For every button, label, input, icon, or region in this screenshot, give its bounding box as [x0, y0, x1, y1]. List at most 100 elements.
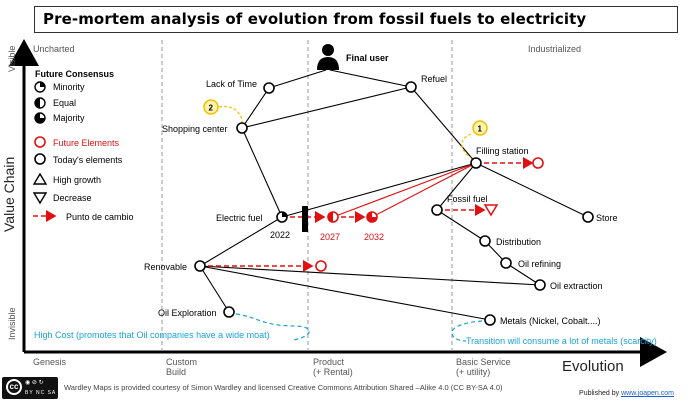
legend: Future Consensus Minority Equal Majority… — [32, 69, 134, 222]
node-label-metals: Metals (Nickel, Cobalt....) — [500, 316, 601, 326]
node-oil-refining[interactable] — [500, 257, 512, 269]
edge-filling-fossil — [436, 162, 477, 211]
legend-high-growth: High growth — [53, 175, 101, 185]
stage-label-line-2: Build — [166, 367, 186, 377]
stage-label-line-2: (+ Rental) — [313, 367, 353, 377]
edge-shopping-electric — [241, 127, 283, 218]
marker-1-connector — [461, 133, 472, 159]
future-line-filling-2027 — [332, 162, 477, 218]
nodes — [194, 81, 594, 326]
node-lack-of-time[interactable] — [263, 82, 275, 94]
edge-user-refuel — [329, 69, 412, 88]
edges — [199, 69, 589, 321]
stage-bottom-product: Product(+ Rental) — [313, 357, 353, 377]
published-prefix: Published by — [579, 390, 622, 397]
node-metals[interactable] — [484, 314, 496, 326]
node-filling-future[interactable] — [532, 157, 544, 169]
stage-bottom-basic: Basic Service(+ utility) — [456, 357, 511, 377]
edge-renovable-exploration — [199, 265, 230, 313]
cc-icon: cc — [6, 379, 22, 395]
note-high-cost: High Cost (promotes that Oil companies h… — [34, 330, 270, 340]
node-oil-exploration[interactable] — [223, 306, 235, 318]
stage-bottom-custom-l1: Custom — [166, 357, 197, 367]
edge-refuel-filling — [410, 86, 477, 164]
node-electric-2032[interactable] — [366, 211, 378, 223]
edge-refining-extraction — [505, 262, 541, 286]
change-point-bar — [302, 206, 308, 232]
marker-1-label: 1 — [478, 125, 483, 134]
y-axis-bottom-label: Invisible — [7, 307, 17, 340]
legend-future-icon — [34, 136, 46, 148]
node-label-filling-station: Filling station — [476, 146, 529, 156]
edge-user-lack — [268, 69, 327, 89]
node-fossil-fuel[interactable] — [431, 204, 443, 216]
stage-bottom-basic-l1: Basic Service — [456, 357, 511, 367]
year-2022: 2022 — [270, 230, 290, 240]
legend-consensus-title: Future Consensus — [35, 69, 114, 79]
note-curve-left — [235, 313, 310, 341]
stage-bottom-genesis: Genesis — [33, 357, 67, 367]
legend-high-growth-icon — [32, 172, 48, 185]
node-electric-2027[interactable] — [327, 211, 339, 223]
marker-1: 1 — [472, 120, 488, 136]
node-label-renovable: Renovable — [144, 262, 187, 272]
node-refuel[interactable] — [405, 81, 417, 93]
user-icon — [317, 44, 339, 70]
node-label-distribution: Distribution — [496, 237, 541, 247]
legend-minority-icon — [34, 81, 46, 93]
marker-2-connector — [218, 105, 243, 125]
edge-renovable-metals — [199, 265, 491, 321]
legend-decrease: Decrease — [53, 193, 92, 203]
legend-punto: Punto de cambio — [66, 212, 134, 222]
node-label-electric-fuel: Electric fuel — [216, 213, 263, 223]
edge-filling-electric — [281, 162, 477, 218]
stage-top-industrialized: Industrialized — [528, 44, 581, 54]
credit-text: Wardley Maps is provided courtesy of Sim… — [64, 383, 503, 392]
legend-minority: Minority — [53, 82, 85, 92]
future-line-filling-2032 — [371, 162, 477, 218]
node-label-refuel: Refuel — [421, 74, 447, 84]
edge-extraction-renovable — [199, 265, 541, 286]
published-link[interactable]: www.joapen.com — [621, 390, 674, 397]
stage-top-uncharted: Uncharted — [33, 44, 75, 54]
node-electric-fuel[interactable] — [276, 211, 288, 223]
node-label-final-user: Final user — [346, 53, 389, 63]
node-label-shopping-center: Shopping center — [162, 124, 228, 134]
node-shopping-center[interactable] — [236, 122, 248, 134]
published-by: Published by www.joapen.com — [579, 390, 674, 397]
node-label-oil-refining: Oil refining — [518, 259, 561, 269]
legend-equal-icon — [34, 97, 46, 109]
note-curve-right — [451, 320, 483, 342]
y-axis-label: Value Chain — [1, 157, 17, 232]
node-label-oil-exploration: Oil Exploration — [158, 308, 217, 318]
node-renovable[interactable] — [194, 260, 206, 272]
edge-refuel-shopping — [241, 86, 412, 129]
page-title: Pre-mortem analysis of evolution from fo… — [43, 10, 587, 28]
decrease-triangle-icon — [483, 204, 499, 217]
legend-majority: Majority — [53, 113, 85, 123]
node-label-oil-extraction: Oil extraction — [550, 281, 603, 291]
year-2027: 2027 — [320, 232, 340, 242]
node-store[interactable] — [582, 211, 594, 223]
y-axis-top-label: Visible — [7, 46, 17, 72]
node-distribution[interactable] — [479, 235, 491, 247]
legend-future: Future Elements — [53, 138, 120, 148]
node-oil-extraction[interactable] — [534, 279, 546, 291]
marker-2-label: 2 — [209, 104, 214, 113]
marker-2: 2 — [203, 99, 219, 115]
legend-equal: Equal — [53, 98, 76, 108]
node-renovable-future[interactable] — [315, 260, 327, 272]
node-filling-station[interactable] — [470, 157, 482, 169]
note-transition: Transition will consume a lot of metals … — [466, 336, 657, 346]
x-axis-label: Evolution — [562, 358, 624, 375]
legend-today: Today's elements — [53, 155, 123, 165]
edge-electric-renovable — [199, 216, 283, 267]
stage-bottom-product-l1: Product — [313, 357, 345, 367]
legend-today-icon — [34, 153, 46, 165]
legend-majority-icon — [34, 112, 46, 124]
legend-decrease-icon — [32, 192, 48, 205]
node-label-lack-of-time: Lack of Time — [206, 79, 257, 89]
